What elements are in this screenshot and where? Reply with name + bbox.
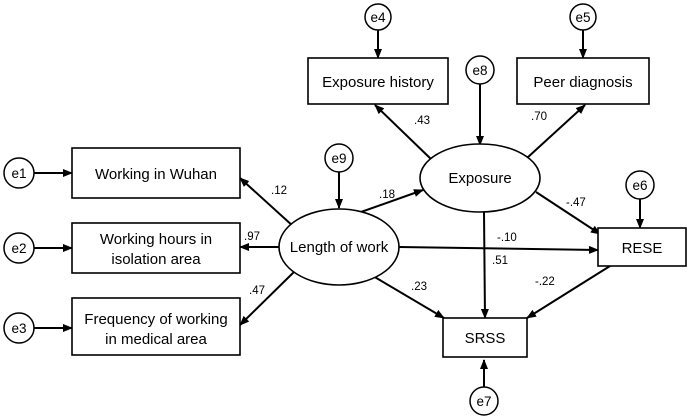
working-in-wuhan-label: Working in Wuhan bbox=[95, 166, 217, 183]
edge-rese-to-srss bbox=[526, 265, 611, 319]
coef-length-to-wuhan: .12 bbox=[271, 185, 287, 197]
coef-length-to-hours: .97 bbox=[244, 231, 260, 243]
error-e1: e1 bbox=[3, 157, 35, 189]
edge-length-to-srss bbox=[372, 275, 445, 319]
path-coefficients: .12 .97 .47 .18 -.10 .23 .43 .70 -.47 .5… bbox=[244, 111, 586, 297]
srss-label: SRSS bbox=[465, 330, 506, 347]
edge-length-to-frequency bbox=[239, 269, 297, 326]
error-e3: e3 bbox=[3, 312, 35, 344]
e9-label: e9 bbox=[331, 151, 346, 166]
edge-exposure-to-peer bbox=[526, 104, 586, 159]
e7-label: e7 bbox=[476, 394, 491, 409]
edge-length-to-exposure bbox=[360, 189, 424, 213]
coef-rese-to-srss: -.22 bbox=[535, 276, 555, 288]
frequency-label-line1: Frequency of working bbox=[84, 311, 227, 328]
coef-length-to-frequency: .47 bbox=[249, 285, 265, 297]
error-e4: e4 bbox=[364, 3, 392, 31]
length-of-work-label: Length of work bbox=[290, 239, 389, 256]
e4-label: e4 bbox=[370, 10, 386, 25]
coef-length-to-exposure: .18 bbox=[379, 189, 395, 201]
error-e5: e5 bbox=[569, 3, 597, 31]
node-peer-diagnosis: Peer diagnosis bbox=[516, 57, 650, 105]
e5-label: e5 bbox=[575, 10, 590, 25]
exposure-label: Exposure bbox=[448, 170, 511, 187]
frequency-label-line2: in medical area bbox=[105, 331, 207, 348]
edge-exposure-to-rese bbox=[535, 191, 601, 235]
node-rese: RESE bbox=[597, 227, 687, 267]
error-e6: e6 bbox=[625, 170, 655, 200]
e6-label: e6 bbox=[632, 178, 647, 193]
edge-length-to-working-in-wuhan bbox=[239, 177, 295, 228]
e3-label: e3 bbox=[11, 321, 26, 336]
coef-exposure-to-srss: .51 bbox=[492, 255, 508, 267]
e8-label: e8 bbox=[472, 63, 487, 78]
edge-exposure-to-srss bbox=[480, 211, 489, 319]
exposure-history-label: Exposure history bbox=[322, 74, 434, 91]
edge-exposure-to-history bbox=[374, 104, 433, 161]
coef-exposure-to-rese: -.47 bbox=[566, 197, 586, 209]
coef-exposure-to-peer: .70 bbox=[531, 111, 547, 123]
error-e8: e8 bbox=[465, 55, 495, 85]
coef-length-to-srss: .23 bbox=[411, 281, 427, 293]
node-length-of-work: Length of work bbox=[278, 208, 400, 286]
rese-label: RESE bbox=[622, 240, 663, 257]
edge-length-to-rese bbox=[398, 245, 599, 254]
node-working-in-wuhan: Working in Wuhan bbox=[71, 147, 241, 199]
coef-length-to-rese: -.10 bbox=[497, 232, 517, 244]
coef-exposure-to-history: .43 bbox=[414, 115, 430, 127]
peer-diagnosis-label: Peer diagnosis bbox=[533, 74, 632, 91]
e1-label: e1 bbox=[11, 166, 26, 181]
edges bbox=[34, 30, 644, 387]
error-e7: e7 bbox=[469, 386, 499, 416]
node-frequency-of-working-in-medical-area: Frequency of working in medical area bbox=[71, 297, 241, 356]
working-hours-label-line2: isolation area bbox=[111, 251, 201, 268]
node-working-hours-in-isolation-area: Working hours in isolation area bbox=[71, 222, 241, 274]
node-exposure: Exposure bbox=[419, 143, 541, 213]
error-e9: e9 bbox=[324, 143, 354, 173]
node-srss: SRSS bbox=[442, 317, 528, 358]
working-hours-label-line1: Working hours in bbox=[100, 231, 212, 248]
error-e2: e2 bbox=[3, 232, 35, 264]
node-exposure-history: Exposure history bbox=[307, 57, 449, 105]
e2-label: e2 bbox=[11, 241, 26, 256]
